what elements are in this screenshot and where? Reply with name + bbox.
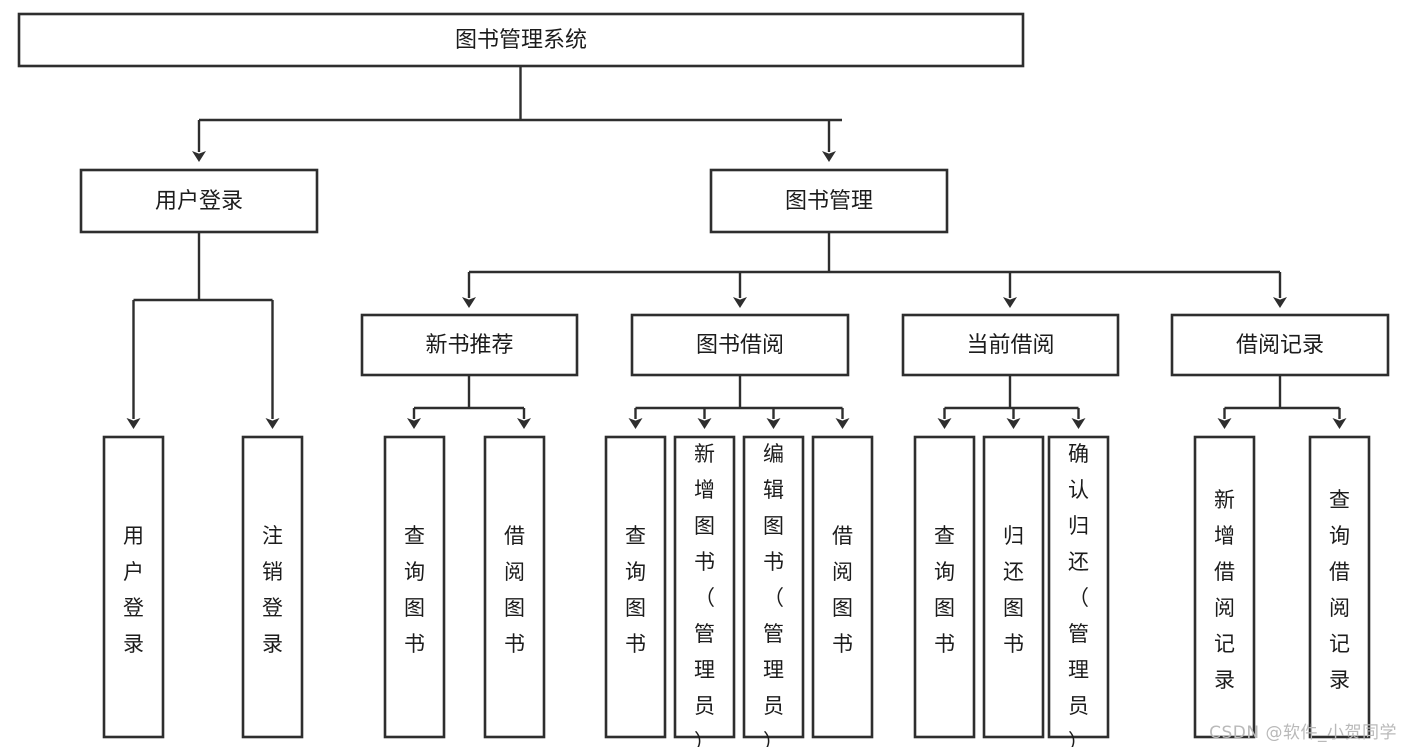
leaf-borrow-book-new[interactable]: 借阅图书 (483, 435, 546, 739)
node-book-borrow-label: 图书借阅 (696, 333, 784, 358)
node-book-borrow[interactable]: 图书借阅 (630, 313, 850, 377)
leaf-query-book-new-label: 查询图书 (404, 524, 425, 656)
leaf-add-book-admin-label: 新增图书（管理员） (694, 442, 715, 747)
leaf-query-book-borrow-label: 查询图书 (625, 524, 646, 656)
node-borrow-records[interactable]: 借阅记录 (1170, 313, 1390, 377)
node-user-login[interactable]: 用户登录 (79, 168, 319, 234)
connector-group-current-borrow (937, 375, 1086, 429)
connector-group-user-login (126, 232, 280, 429)
node-root-label: 图书管理系统 (455, 28, 587, 53)
node-new-book-recommend-label: 新书推荐 (425, 333, 513, 358)
node-new-book-recommend[interactable]: 新书推荐 (360, 313, 579, 377)
connector-group-book-manage (462, 232, 1287, 308)
leaf-user-login-label: 用户登录 (123, 524, 144, 656)
node-root[interactable]: 图书管理系统 (17, 12, 1025, 68)
leaf-return-book[interactable]: 归还图书 (982, 435, 1045, 739)
connector-group-records (1217, 375, 1347, 429)
node-current-borrow-label: 当前借阅 (966, 333, 1054, 358)
node-user-login-label: 用户登录 (155, 189, 243, 214)
connector-group-root (192, 66, 842, 162)
leaf-confirm-return-admin-label: 确认归还（管理员） (1068, 442, 1089, 747)
leaf-query-borrow-record[interactable]: 查询借阅记录 (1308, 435, 1371, 739)
leaf-query-book-new[interactable]: 查询图书 (383, 435, 446, 739)
connector-group-borrow (628, 375, 850, 429)
leaf-add-borrow-record-label: 新增借阅记录 (1214, 488, 1235, 692)
leaf-add-borrow-record[interactable]: 新增借阅记录 (1193, 435, 1256, 739)
node-book-manage-label: 图书管理 (785, 189, 873, 214)
leaf-edit-book-admin[interactable]: 编辑图书（管理员） (742, 435, 805, 747)
leaf-query-borrow-record-label: 查询借阅记录 (1329, 488, 1350, 692)
leaf-edit-book-admin-label: 编辑图书（管理员） (763, 442, 784, 747)
leaf-logout[interactable]: 注销登录 (241, 435, 304, 739)
node-current-borrow[interactable]: 当前借阅 (901, 313, 1120, 377)
leaf-logout-label: 注销登录 (262, 524, 283, 656)
connector-group-new-book (407, 375, 531, 429)
leaf-query-book-borrow[interactable]: 查询图书 (604, 435, 667, 739)
csdn-watermark: CSDN @软件_小贺同学 (1209, 723, 1397, 743)
leaf-borrow-book-new-label: 借阅图书 (504, 524, 525, 656)
node-borrow-records-label: 借阅记录 (1236, 333, 1324, 358)
leaf-query-book-current[interactable]: 查询图书 (913, 435, 976, 739)
leaf-query-book-current-label: 查询图书 (934, 524, 955, 656)
leaf-borrow-book[interactable]: 借阅图书 (811, 435, 874, 739)
node-book-manage[interactable]: 图书管理 (709, 168, 949, 234)
leaf-confirm-return-admin[interactable]: 确认归还（管理员） (1047, 435, 1110, 747)
leaf-return-book-label: 归还图书 (1003, 524, 1024, 656)
leaf-user-login[interactable]: 用户登录 (102, 435, 165, 739)
leaf-add-book-admin[interactable]: 新增图书（管理员） (673, 435, 736, 747)
leaf-borrow-book-label: 借阅图书 (832, 524, 853, 656)
